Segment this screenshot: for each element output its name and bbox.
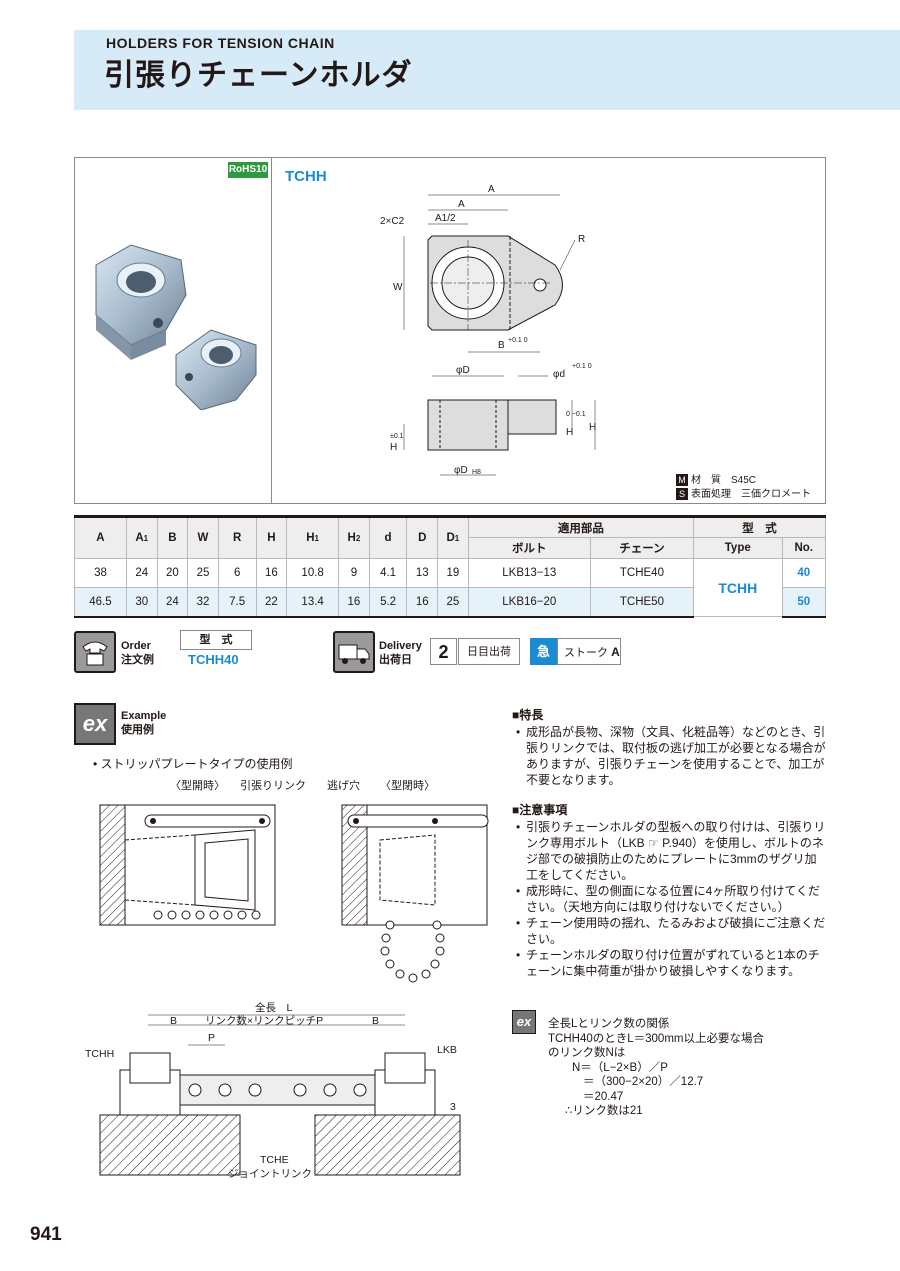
label-total-length: 全長 L [255, 1001, 292, 1014]
page-title: 引張りチェーンホルダ [104, 58, 413, 93]
dim-h1: H [566, 427, 573, 438]
caution-item: 引張りチェーンホルダの型板への取り付けは、引張りリンク専用ボルト（LKB ☞ P… [512, 819, 827, 883]
example-icon: ex [74, 703, 116, 745]
label-three: 3 [450, 1101, 456, 1113]
label-p: P [208, 1032, 215, 1044]
caution-section: ■注意事項 引張りチェーンホルダの型板への取り付けは、引張りリンク専用ボルト（L… [512, 802, 827, 979]
header-band [74, 30, 900, 110]
dim-a1: A [458, 199, 465, 210]
dim-b: B [498, 340, 505, 351]
usage-drawing: 〈型開時〉 引張りリンク 逃げ穴 〈型閉時〉 [99, 778, 489, 983]
stroke-grade: ストーク A [557, 638, 621, 665]
features-section: ■特長 成形品が長物、深物（文具、化粧品等）などのとき、引張りリンクでは、取付板… [512, 707, 827, 979]
spec-divider [271, 157, 272, 504]
phone-icon [74, 631, 116, 673]
label-lkb: LKB [437, 1044, 457, 1056]
label-tchh: TCHH [85, 1048, 114, 1060]
label-tche: TCHE [260, 1154, 289, 1166]
delivery-days: 2 [430, 638, 457, 665]
product-photo [95, 244, 257, 410]
type-cell: TCHH [692, 558, 783, 617]
usage-title: • ストリッパプレートタイプの使用例 [93, 757, 293, 771]
spec-table: A A1 B W R H H1 H2 d D D1 適用部品 型 式 ボルト チ… [74, 515, 827, 618]
dim-phi-d: φd [553, 369, 565, 380]
dim-w: W [393, 282, 403, 293]
delivery-days-text: 日目出荷 [458, 638, 520, 665]
dim-h2-tol: ±0.1 [390, 433, 404, 440]
dimension-drawing: A A A1/2 2×C2 R W B +0.1 0 φD φd +0.1 0 … [380, 184, 596, 476]
link-count-calc: 全長Lとリンク数の関係 TCHH40のときL＝300mm以上必要な場合 のリンク… [548, 1018, 764, 1117]
label-b-right: B [372, 1015, 379, 1027]
dim-chamfer: 2×C2 [380, 216, 405, 227]
calc-example-icon: ex [512, 1010, 536, 1034]
dim-h2: H [390, 442, 397, 453]
label-joint-link: ジョイントリンク [228, 1168, 312, 1180]
order-code: TCHH40 [188, 652, 239, 667]
dim-r: R [578, 234, 585, 245]
dim-phi-d1: φD [456, 365, 470, 376]
dim-a: A [488, 184, 495, 195]
label-escape: 逃げ穴 [327, 778, 360, 792]
label-open1: 〈型開時〉 [170, 778, 225, 792]
dim-a1-half: A1/2 [435, 213, 456, 224]
caution-item: 成形時に、型の側面になる位置に4ヶ所取り付けてください。（天地方向には取り付けな… [512, 883, 827, 915]
label-open2: 〈型閉時〉 [380, 778, 435, 792]
label-b-left: B [170, 1015, 177, 1027]
caution-item: チェーン使用時の揺れ、たるみおよび破損にご注意ください。 [512, 915, 827, 947]
page-number: 941 [30, 1224, 62, 1245]
order-model-box: 型 式 [180, 630, 252, 650]
dim-d-tol: +0.1 0 [572, 363, 592, 370]
surface-mark: S [676, 488, 688, 501]
spec-box [74, 157, 826, 504]
material-mark: M [676, 474, 688, 487]
dim-h1-tol: 0 −0.1 [566, 411, 586, 418]
rohs-badge: RoHS10 [228, 162, 268, 178]
dim-h8: H8 [472, 469, 481, 476]
rush-icon: 急 [530, 638, 557, 665]
label-pitch: リンク数×リンクピッチP [205, 1014, 323, 1027]
dim-h: H [589, 422, 596, 433]
caution-item: チェーンホルダの取り付け位置がずれていると1本のチェーンに集中荷重が掛かり破損し… [512, 947, 827, 979]
product-type-label: TCHH [285, 168, 327, 185]
dim-phi-d-bore: φD [454, 465, 468, 476]
header-subtitle: HOLDERS FOR TENSION CHAIN [106, 35, 335, 51]
label-link: 引張りリンク [240, 778, 306, 792]
dim-b-tol: +0.1 0 [508, 337, 528, 344]
truck-icon [333, 631, 375, 673]
feature-item: 成形品が長物、深物（文具、化粧品等）などのとき、引張りリンクでは、取付板の逃げ加… [512, 724, 827, 788]
assembly-drawing: 全長 L B リンク数×リンクピッチP B P TCHH LKB 3 TCHE … [85, 1001, 461, 1180]
